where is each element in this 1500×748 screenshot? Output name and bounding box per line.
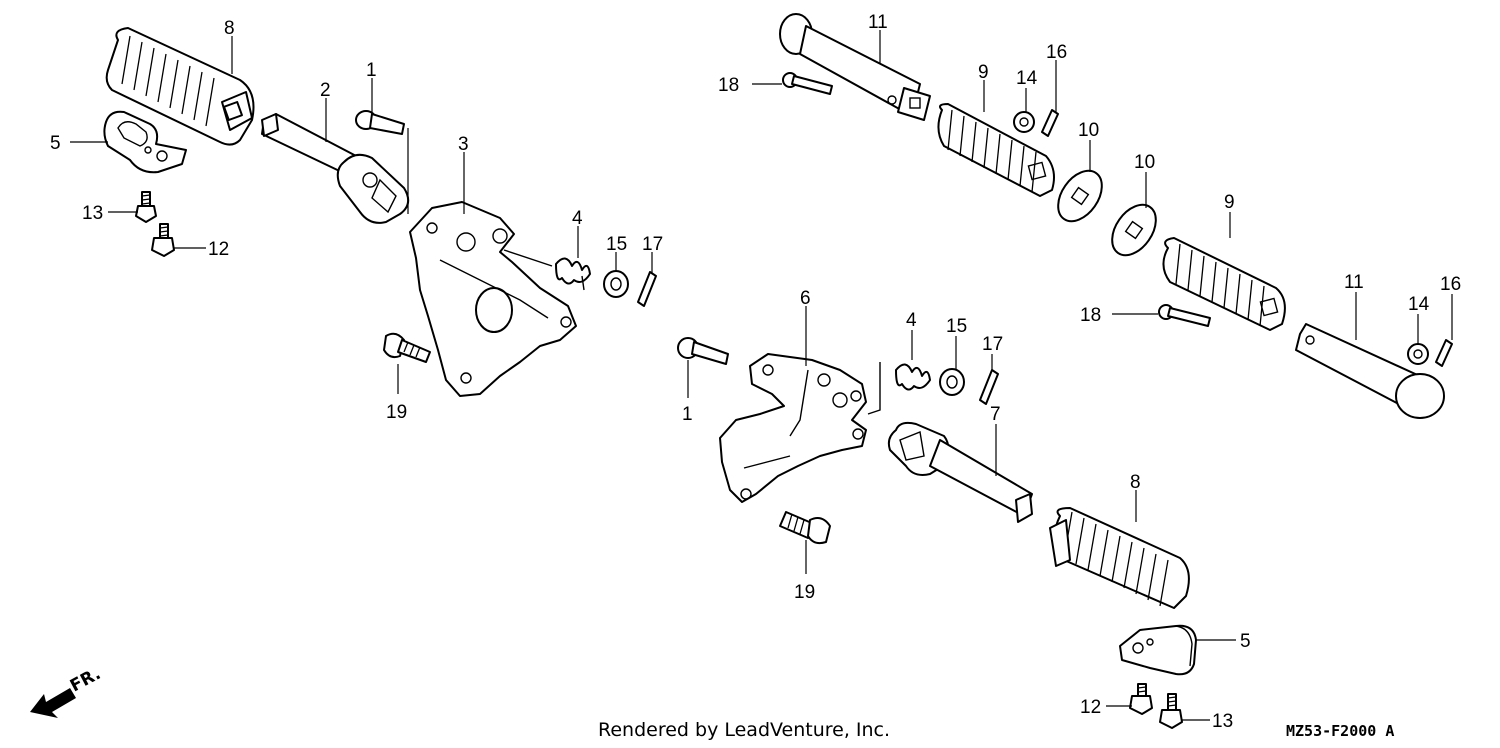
callout-17-left: 17 [642, 234, 663, 255]
render-credit: Rendered by LeadVenture, Inc. [598, 719, 890, 741]
pin-1-left[interactable] [355, 110, 405, 135]
cotter-pin-16-upper[interactable] [1041, 109, 1059, 137]
washer-10-lower[interactable] [1103, 197, 1165, 264]
callout-11-lower: 11 [1344, 272, 1364, 293]
pillion-shaft-11-upper[interactable] [779, 13, 931, 121]
heel-guard-5-right[interactable] [1119, 624, 1197, 676]
spring-4-right[interactable] [867, 362, 931, 415]
callout-12-right: 12 [1080, 697, 1101, 718]
footpeg-rubber-9-lower[interactable] [1162, 237, 1286, 331]
bracket-6[interactable] [719, 353, 867, 503]
callout-13-left: 13 [82, 203, 103, 224]
callout-19-left: 19 [386, 402, 407, 423]
footpeg-rubber-8-left[interactable] [105, 27, 255, 146]
callout-18-lower: 18 [1080, 305, 1101, 326]
callout-14-upper: 14 [1016, 68, 1038, 89]
washer-15-left[interactable] [603, 270, 629, 298]
callout-4-right: 4 [906, 310, 917, 331]
callout-16-upper: 16 [1046, 42, 1067, 63]
footpeg-shaft-7[interactable] [887, 421, 1033, 523]
pillion-shaft-11-lower[interactable] [1295, 323, 1445, 419]
front-direction-indicator: FR. [30, 664, 104, 718]
callout-labels: 8 1 2 3 5 13 12 4 15 17 19 11 18 9 14 16… [50, 12, 1461, 732]
pin-18-lower[interactable] [1158, 304, 1211, 327]
bolt-13-left[interactable] [135, 191, 157, 223]
bolt-12-right[interactable] [1129, 683, 1153, 715]
spring-4-left[interactable] [503, 249, 591, 291]
callout-10-upper: 10 [1078, 120, 1099, 141]
callout-3: 3 [458, 134, 469, 155]
callout-5-right: 5 [1240, 631, 1251, 652]
callout-14-lower: 14 [1408, 294, 1430, 315]
pin-1-right[interactable] [677, 337, 729, 365]
callout-1-left: 1 [366, 60, 377, 81]
callout-8-left: 8 [224, 18, 235, 39]
bolt-19-right[interactable] [779, 511, 831, 545]
washer-14-lower[interactable] [1407, 343, 1429, 365]
footpeg-rubber-8-right[interactable] [1049, 507, 1190, 609]
callout-9-lower: 9 [1224, 192, 1235, 213]
callout-8-right: 8 [1130, 472, 1141, 493]
bolt-12-left[interactable] [151, 223, 175, 257]
bolt-19-left[interactable] [383, 332, 431, 363]
callout-18-upper: 18 [718, 75, 739, 96]
pin-18-upper[interactable] [782, 72, 833, 95]
callout-1-right: 1 [682, 404, 693, 425]
callout-7: 7 [990, 404, 1001, 425]
callout-5-left: 5 [50, 133, 61, 154]
callout-9-upper: 9 [978, 62, 989, 83]
callout-4-left: 4 [572, 208, 583, 229]
bracket-3[interactable] [409, 201, 577, 397]
front-arrow-icon [30, 688, 76, 718]
cotter-pin-16-lower[interactable] [1435, 339, 1453, 367]
cotter-pin-17-right[interactable] [979, 369, 999, 405]
front-label: FR. [67, 664, 104, 696]
washer-14-upper[interactable] [1013, 111, 1035, 133]
callout-17-right: 17 [982, 334, 1003, 355]
leader-lines [70, 30, 1453, 721]
footpeg-shaft-2[interactable] [261, 113, 410, 224]
callout-16-lower: 16 [1440, 274, 1461, 295]
callout-11-upper: 11 [868, 12, 888, 33]
callout-2: 2 [320, 80, 331, 101]
footpeg-rubber-9-upper[interactable] [937, 103, 1055, 197]
callout-13-right: 13 [1212, 711, 1233, 732]
washer-15-right[interactable] [939, 368, 965, 396]
bolt-13-right[interactable] [1159, 693, 1183, 729]
diagram-code: MZ53-F2000 A [1286, 722, 1394, 740]
callout-15-left: 15 [606, 234, 627, 255]
cotter-pin-17-left[interactable] [637, 271, 657, 307]
callout-15-right: 15 [946, 316, 967, 337]
callout-19-right: 19 [794, 582, 815, 603]
callout-12-left: 12 [208, 239, 229, 260]
callout-6: 6 [800, 288, 811, 309]
washer-10-upper[interactable] [1049, 163, 1111, 230]
callout-10-lower: 10 [1134, 152, 1155, 173]
